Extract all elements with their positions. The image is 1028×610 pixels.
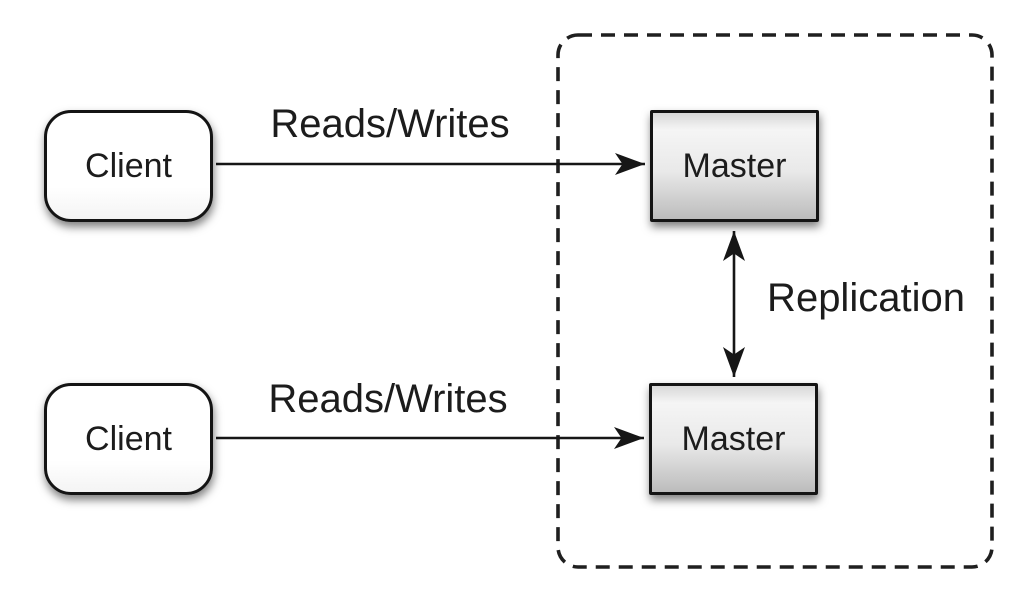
client-node-top: Client [44, 110, 213, 222]
master-node-bottom: Master [649, 383, 818, 495]
replication-zone-border [556, 33, 994, 569]
master-node-top-label: Master [682, 146, 787, 185]
master-node-top: Master [650, 110, 819, 222]
client-node-top-label: Client [85, 146, 172, 185]
client-node-bottom: Client [44, 383, 213, 495]
client-node-bottom-label: Client [85, 419, 172, 458]
edge-label-reads-writes-top: Reads/Writes [270, 102, 510, 146]
edge-label-reads-writes-bottom: Reads/Writes [268, 377, 508, 421]
master-node-bottom-label: Master [681, 419, 786, 458]
edge-label-replication: Replication [767, 276, 965, 320]
